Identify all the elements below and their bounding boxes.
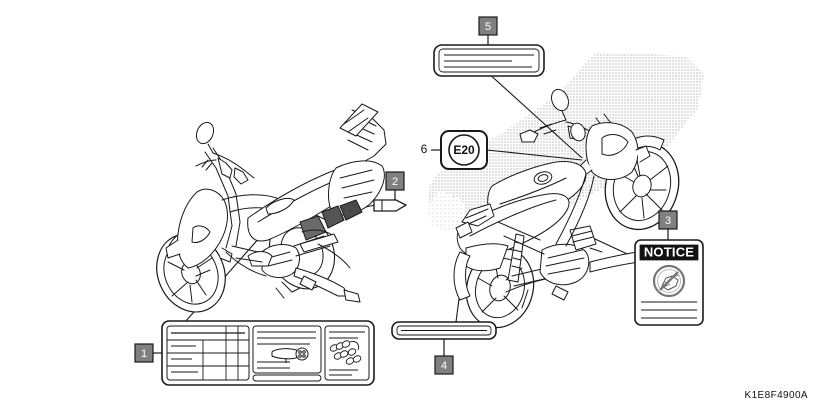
callout-3[interactable]: 3 <box>658 210 678 240</box>
instruction-diagram-panel <box>252 325 322 382</box>
top-rounded-label[interactable] <box>433 44 545 77</box>
parts-illustration-panel <box>324 325 370 381</box>
e20-emblem[interactable]: E20 <box>440 130 488 170</box>
no-pressure-washer-icon <box>652 264 686 298</box>
notice-heading: NOTICE <box>644 244 694 259</box>
e20-text: E20 <box>453 143 475 157</box>
notice-textlines <box>641 301 697 319</box>
part-number: K1E8F4900A <box>744 390 808 401</box>
callout-4-label: 4 <box>441 360 447 372</box>
callout-4[interactable]: 4 <box>434 339 454 375</box>
callout-1-label: 1 <box>141 348 147 360</box>
notice-label[interactable]: NOTICE <box>634 239 704 326</box>
specification-table-panel <box>166 325 250 381</box>
thin-strip-label[interactable] <box>391 321 497 340</box>
callout-1[interactable]: 1 <box>134 343 162 363</box>
callout-6[interactable]: 6 <box>421 142 441 156</box>
callout-5-label: 5 <box>485 21 491 33</box>
callout-6-label: 6 <box>421 142 428 156</box>
callout-2-label: 2 <box>392 176 398 188</box>
callout-3-label: 3 <box>665 215 671 227</box>
small-tag-label[interactable] <box>373 199 408 212</box>
top-label-textlines <box>444 54 534 68</box>
callout-2[interactable]: 2 <box>385 171 405 200</box>
notice-header-bar <box>639 244 699 261</box>
motorcycle-right-view <box>453 88 680 329</box>
motorcycle-left-view <box>156 103 387 313</box>
callout-5[interactable]: 5 <box>478 16 498 45</box>
multi-panel-tool-label[interactable] <box>161 320 375 386</box>
